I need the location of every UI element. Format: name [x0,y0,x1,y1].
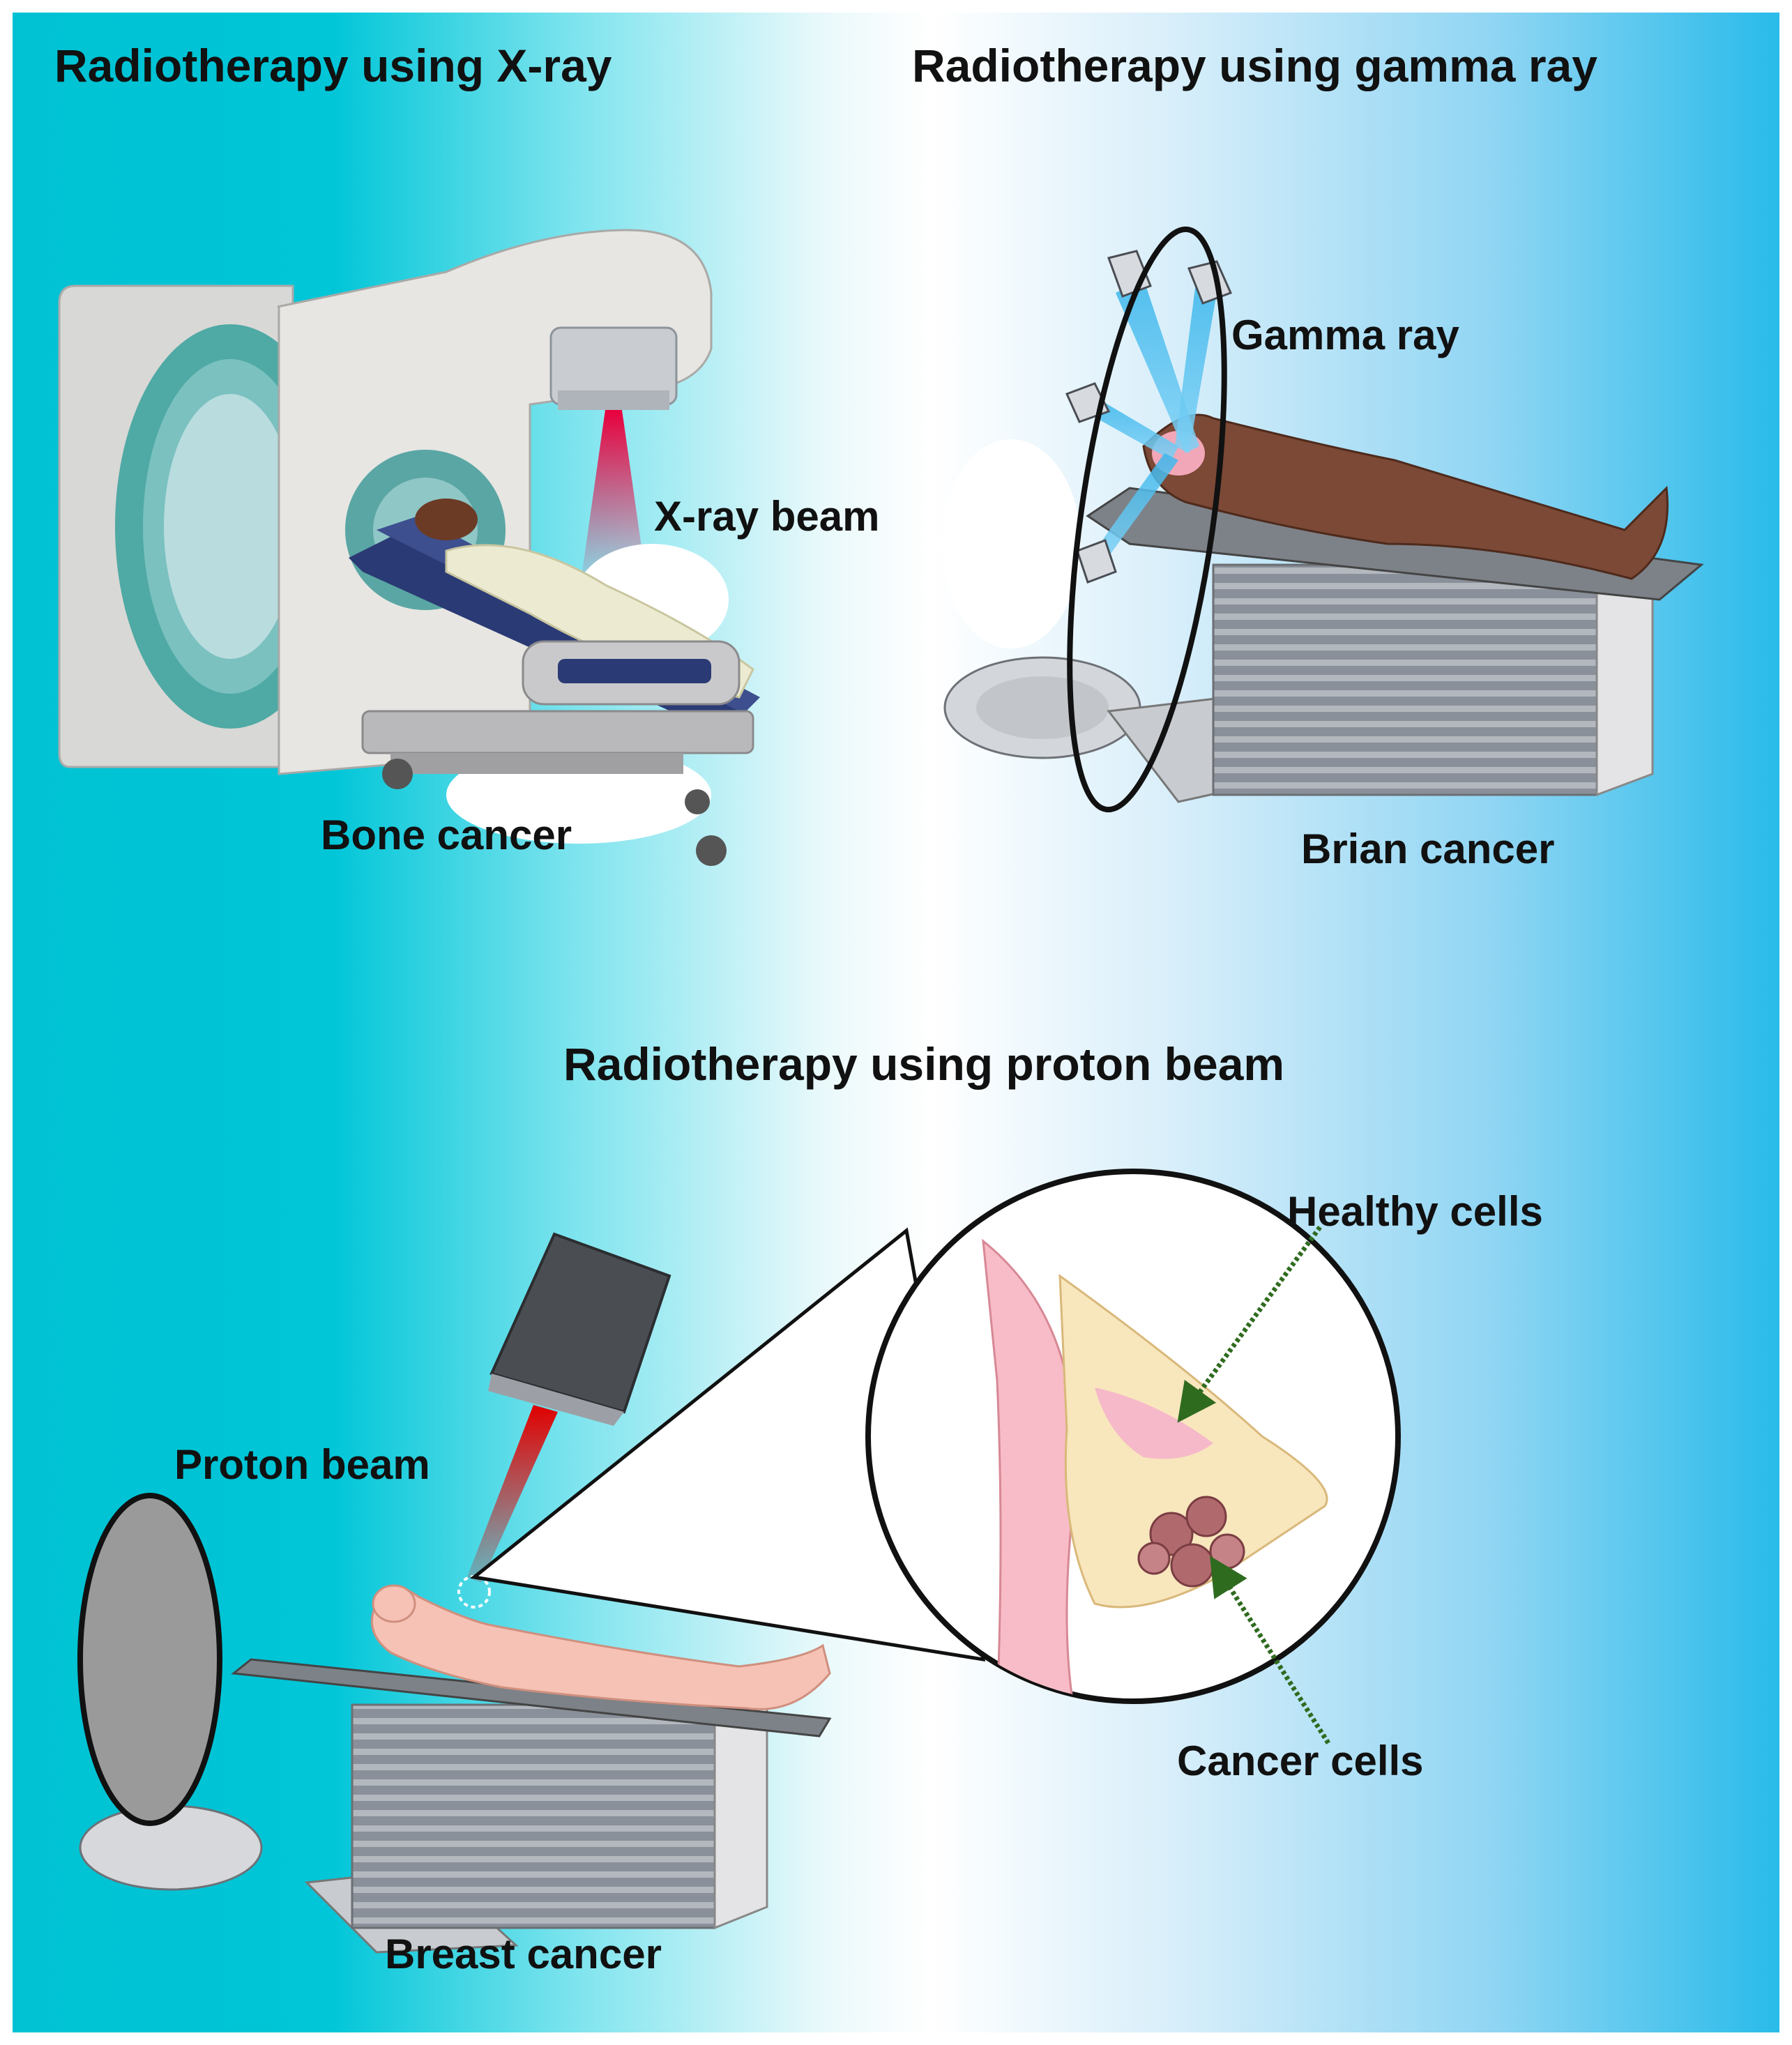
label-bone-cancer: Bone cancer [321,812,572,858]
gamma-machine-illustration [941,226,1704,813]
title-xray: Radiotherapy using X-ray [54,40,612,91]
label-gamma-ray: Gamma ray [1231,312,1459,358]
title-gamma: Radiotherapy using gamma ray [912,40,1597,91]
label-breast-cancer: Breast cancer [385,1931,662,1977]
title-proton: Radiotherapy using proton beam [563,1038,1285,1090]
label-xray-beam: X-ray beam [654,493,880,540]
proton-machine-illustration [77,1169,1401,1954]
label-proton-beam: Proton beam [174,1441,430,1488]
label-cancer-cells: Cancer cells [1177,1738,1424,1784]
label-healthy-cells: Healthy cells [1287,1188,1543,1235]
hospital-bed-with-patient [349,499,760,866]
label-brain-cancer: Brian cancer [1301,826,1555,872]
